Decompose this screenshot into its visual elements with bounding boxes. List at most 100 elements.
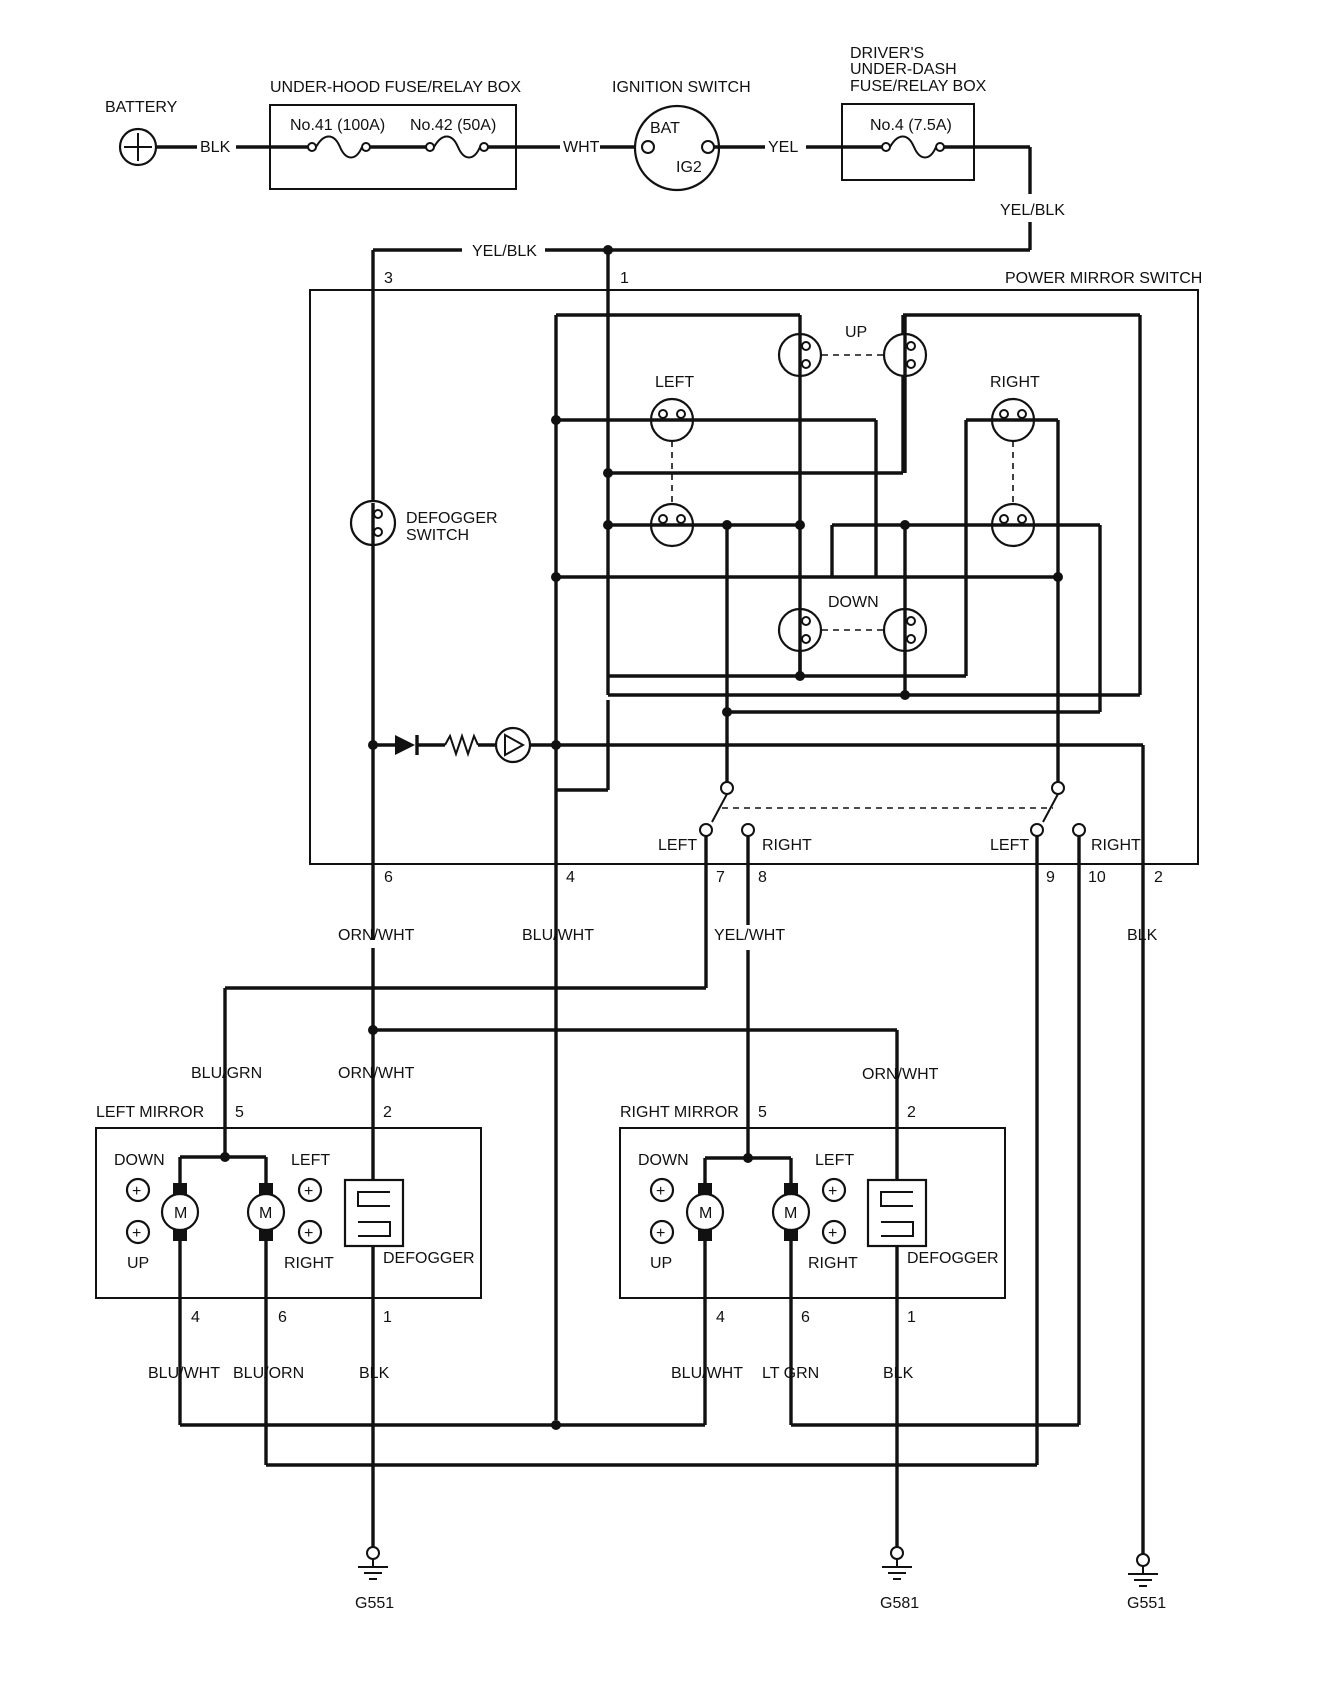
plus-icon <box>125 1177 151 1203</box>
right-mirror-box <box>619 1127 1006 1299</box>
left-mirror-defogger-label: DEFOGGER <box>383 1250 475 1267</box>
right-switch-bottom <box>990 502 1036 548</box>
ground-label-g551-right: G551 <box>1127 1595 1166 1612</box>
right-mirror-pin-6: 6 <box>801 1309 810 1326</box>
wire-label-blk-battery: BLK <box>200 139 231 156</box>
pin-7-label: 7 <box>716 869 725 886</box>
left-mirror-motor-updown <box>160 1183 200 1241</box>
ground-icon-g581 <box>882 1546 912 1580</box>
left-mirror-pin-5: 5 <box>235 1104 244 1121</box>
motor-label: M <box>784 1205 797 1222</box>
mirror-select-switch-right-side <box>1030 760 1086 837</box>
right-mirror-down-label: DOWN <box>638 1152 689 1169</box>
defogger-switch-label-2: SWITCH <box>406 527 469 544</box>
bat-terminal-label: BAT <box>650 120 680 137</box>
down-label: DOWN <box>828 594 879 611</box>
left-switch-top <box>649 397 695 443</box>
right-mirror-defogger-label: DEFOGGER <box>907 1250 999 1267</box>
wire-label-yel-blk-switch: YEL/BLK <box>472 243 537 260</box>
right-mirror-motor-leftright <box>771 1183 811 1241</box>
selector-left-label-b: LEFT <box>990 837 1029 854</box>
left-switch-bottom <box>649 502 695 548</box>
wire-label-blu-grn: BLU/GRN <box>191 1065 262 1082</box>
left-mirror-left-label: LEFT <box>291 1152 330 1169</box>
left-mirror-defogger-heater <box>343 1178 405 1248</box>
ground-label-g581: G581 <box>880 1595 919 1612</box>
wire-label-blu-wht-right: BLU/WHT <box>671 1365 743 1382</box>
fuse-41-label: No.41 (100A) <box>290 117 385 134</box>
plus-sign: + <box>132 1183 141 1200</box>
left-switch-label: LEFT <box>655 374 694 391</box>
plus-sign: + <box>828 1183 837 1200</box>
plus-sign: + <box>132 1225 141 1242</box>
left-mirror-up-label: UP <box>127 1255 149 1272</box>
down-switch-left <box>777 607 823 653</box>
motor-label: M <box>174 1205 187 1222</box>
underdash-label-line1: DRIVER'S <box>850 45 924 62</box>
wire-label-blk-left: BLK <box>359 1365 390 1382</box>
down-switch-right <box>882 607 928 653</box>
right-mirror-up-label: UP <box>650 1255 672 1272</box>
plus-sign: + <box>828 1225 837 1242</box>
right-switch-top <box>990 397 1036 443</box>
wire-label-yel-wht: YEL/WHT <box>714 927 785 944</box>
fuse-41-symbol <box>307 135 371 159</box>
pin-6-label: 6 <box>384 869 393 886</box>
plus-icon <box>297 1219 323 1245</box>
right-mirror-pin-2: 2 <box>907 1104 916 1121</box>
plus-sign: + <box>656 1225 665 1242</box>
plus-sign: + <box>304 1225 313 1242</box>
wire-label-orn-wht-right: ORN/WHT <box>862 1066 939 1083</box>
right-mirror-pin-5: 5 <box>758 1104 767 1121</box>
left-mirror-pin-2: 2 <box>383 1104 392 1121</box>
wire-label-blu-wht-left: BLU/WHT <box>148 1365 220 1382</box>
defogger-switch <box>349 499 397 547</box>
resistor-symbol <box>444 732 479 758</box>
motor-label: M <box>699 1205 712 1222</box>
right-switch-label: RIGHT <box>990 374 1040 391</box>
diode-symbol <box>395 735 419 755</box>
right-mirror-defogger-heater <box>866 1178 928 1248</box>
left-mirror-pin-6: 6 <box>278 1309 287 1326</box>
wire-label-orn-wht-switch: ORN/WHT <box>338 927 415 944</box>
left-mirror-motor-leftright <box>246 1183 286 1241</box>
up-switch-right <box>882 332 928 378</box>
pin-8-label: 8 <box>758 869 767 886</box>
selector-right-label-b: RIGHT <box>1091 837 1141 854</box>
fuse-42-symbol <box>425 135 489 159</box>
battery <box>118 127 158 167</box>
plus-sign: + <box>304 1183 313 1200</box>
pin-10-label: 10 <box>1088 869 1106 886</box>
left-mirror-box <box>95 1127 482 1299</box>
ignition-switch <box>633 104 721 192</box>
ground-icon-g551-right <box>1128 1553 1158 1587</box>
selector-left-label-a: LEFT <box>658 837 697 854</box>
ground-icon-g551-left <box>358 1546 388 1580</box>
left-mirror-right-label: RIGHT <box>284 1255 334 1272</box>
underdash-fuse-relay-box <box>841 103 975 181</box>
indicator-lamp-icon <box>494 726 532 764</box>
ignition-switch-label: IGNITION SWITCH <box>612 79 751 96</box>
mirror-select-switch-left-side <box>699 760 755 837</box>
left-mirror-label: LEFT MIRROR <box>96 1104 204 1121</box>
right-mirror-right-label: RIGHT <box>808 1255 858 1272</box>
right-mirror-label: RIGHT MIRROR <box>620 1104 739 1121</box>
plus-icon <box>821 1177 847 1203</box>
wire-label-blu-orn: BLU/ORN <box>233 1365 304 1382</box>
plus-icon <box>125 1219 151 1245</box>
pin-1-label: 1 <box>620 270 629 287</box>
right-mirror-left-label: LEFT <box>815 1152 854 1169</box>
underhood-box-label: UNDER-HOOD FUSE/RELAY BOX <box>270 79 521 96</box>
pin-3-label: 3 <box>384 270 393 287</box>
plus-icon <box>649 1177 675 1203</box>
ig2-terminal-label: IG2 <box>676 159 702 176</box>
plus-icon <box>649 1219 675 1245</box>
ground-label-g551-left: G551 <box>355 1595 394 1612</box>
underdash-label-line2: UNDER-DASH <box>850 61 957 78</box>
up-label: UP <box>845 324 867 341</box>
wire-label-yel-blk-feed: YEL/BLK <box>1000 202 1065 219</box>
wire-label-orn-wht-left: ORN/WHT <box>338 1065 415 1082</box>
fuse-4-label: No.4 (7.5A) <box>870 117 952 134</box>
plus-icon <box>821 1219 847 1245</box>
